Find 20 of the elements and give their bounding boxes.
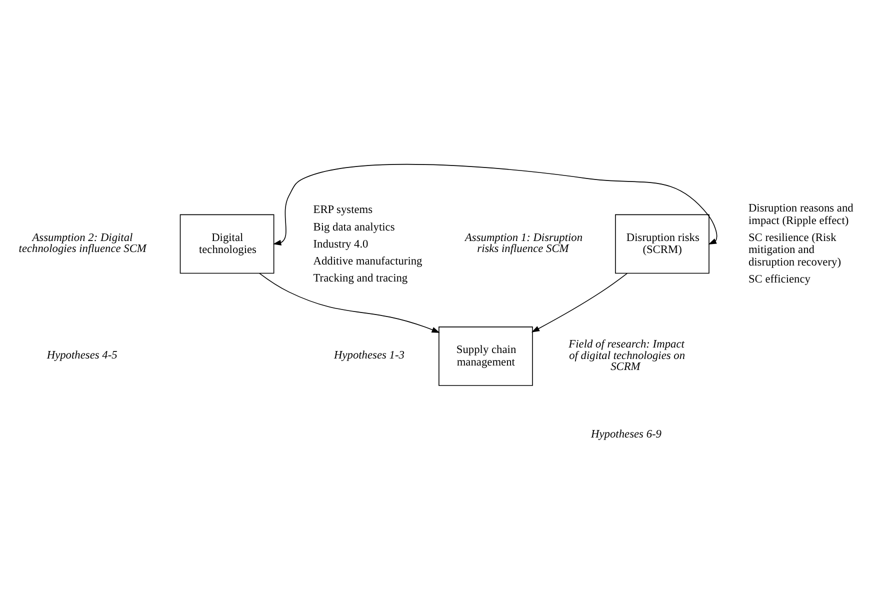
node-label: Big data analytics (313, 221, 395, 234)
node-label: ERP systems (313, 204, 373, 216)
label: Field of research: Impact of digital technologies on SCRM (568, 338, 686, 374)
label: Assumption 1: Disruption risks influence SCM (464, 232, 583, 256)
label: Hypotheses 6-9 (591, 428, 662, 440)
node-label: Additive manufacturing (313, 255, 422, 268)
label: Hypotheses 1-3 (334, 349, 404, 362)
node-label: Tracking and tracing (313, 272, 408, 285)
label: Assumption 2: Digital technologies influence SCM (18, 232, 146, 256)
arrow (531, 273, 628, 332)
node-label: SC efficiency (748, 273, 810, 286)
node-box: Disruption risks (SCRM) (615, 214, 710, 274)
node-label: Industry 4.0 (313, 238, 368, 250)
node-box: Supply chain management (438, 326, 533, 386)
label: Hypotheses 4-5 (46, 349, 118, 362)
node-box: Digital technologies (180, 214, 274, 274)
node-label: Disruption reasons and impact (Ripple effect) (748, 202, 854, 227)
node-label: SC resilience (Risk mitigation and disruption recovery) (748, 232, 842, 268)
arrow (259, 272, 440, 333)
arrow (273, 164, 718, 246)
